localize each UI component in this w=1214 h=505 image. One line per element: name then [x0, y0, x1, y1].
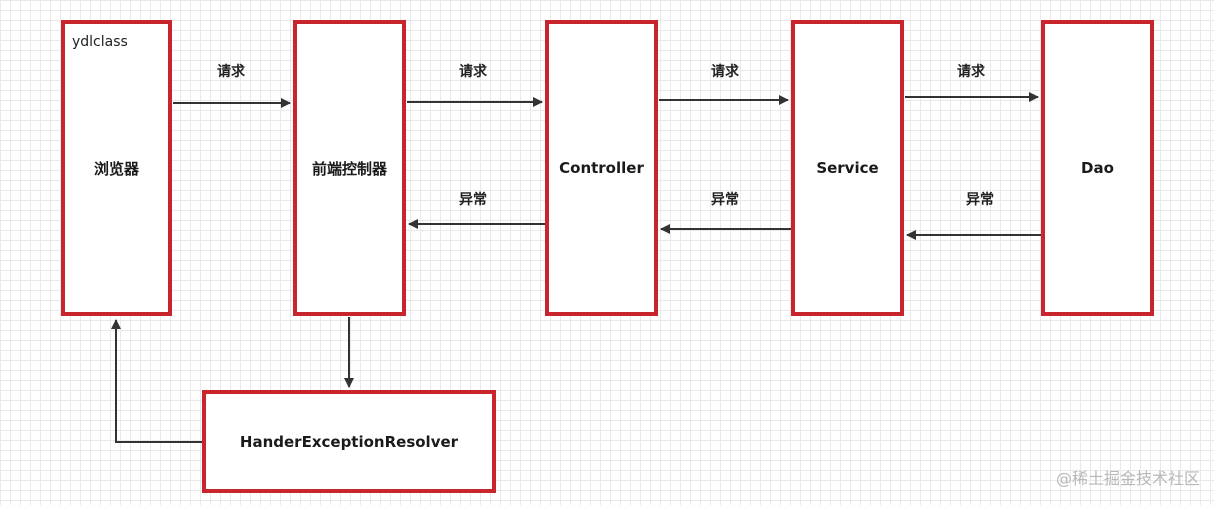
request-label-3: 请求: [711, 64, 739, 80]
request-label-1: 请求: [217, 64, 245, 80]
exception-label-2: 异常: [711, 192, 739, 208]
exception-label-3: 异常: [966, 192, 994, 208]
browser-node: ydlclass 浏览器: [61, 20, 172, 316]
request-label-2: 请求: [459, 64, 487, 80]
service-label: Service: [816, 159, 879, 177]
front-controller-label: 前端控制器: [311, 159, 387, 178]
browser-corner-label: ydlclass: [72, 34, 128, 50]
service-node: Service: [791, 20, 904, 316]
request-label-4: 请求: [957, 64, 985, 80]
watermark: @稀土掘金技术社区: [1055, 469, 1200, 488]
exception-label-1: 异常: [459, 192, 487, 208]
browser-label: 浏览器: [93, 159, 139, 178]
dao-node: Dao: [1041, 20, 1154, 316]
controller-node: Controller: [545, 20, 658, 316]
controller-label: Controller: [559, 159, 644, 177]
resolver-node: HanderExceptionResolver: [202, 390, 496, 493]
dao-label: Dao: [1081, 159, 1114, 177]
arrow-resolver-to-browser: [111, 319, 202, 443]
front-controller-node: 前端控制器: [293, 20, 406, 316]
resolver-label: HanderExceptionResolver: [239, 432, 459, 451]
